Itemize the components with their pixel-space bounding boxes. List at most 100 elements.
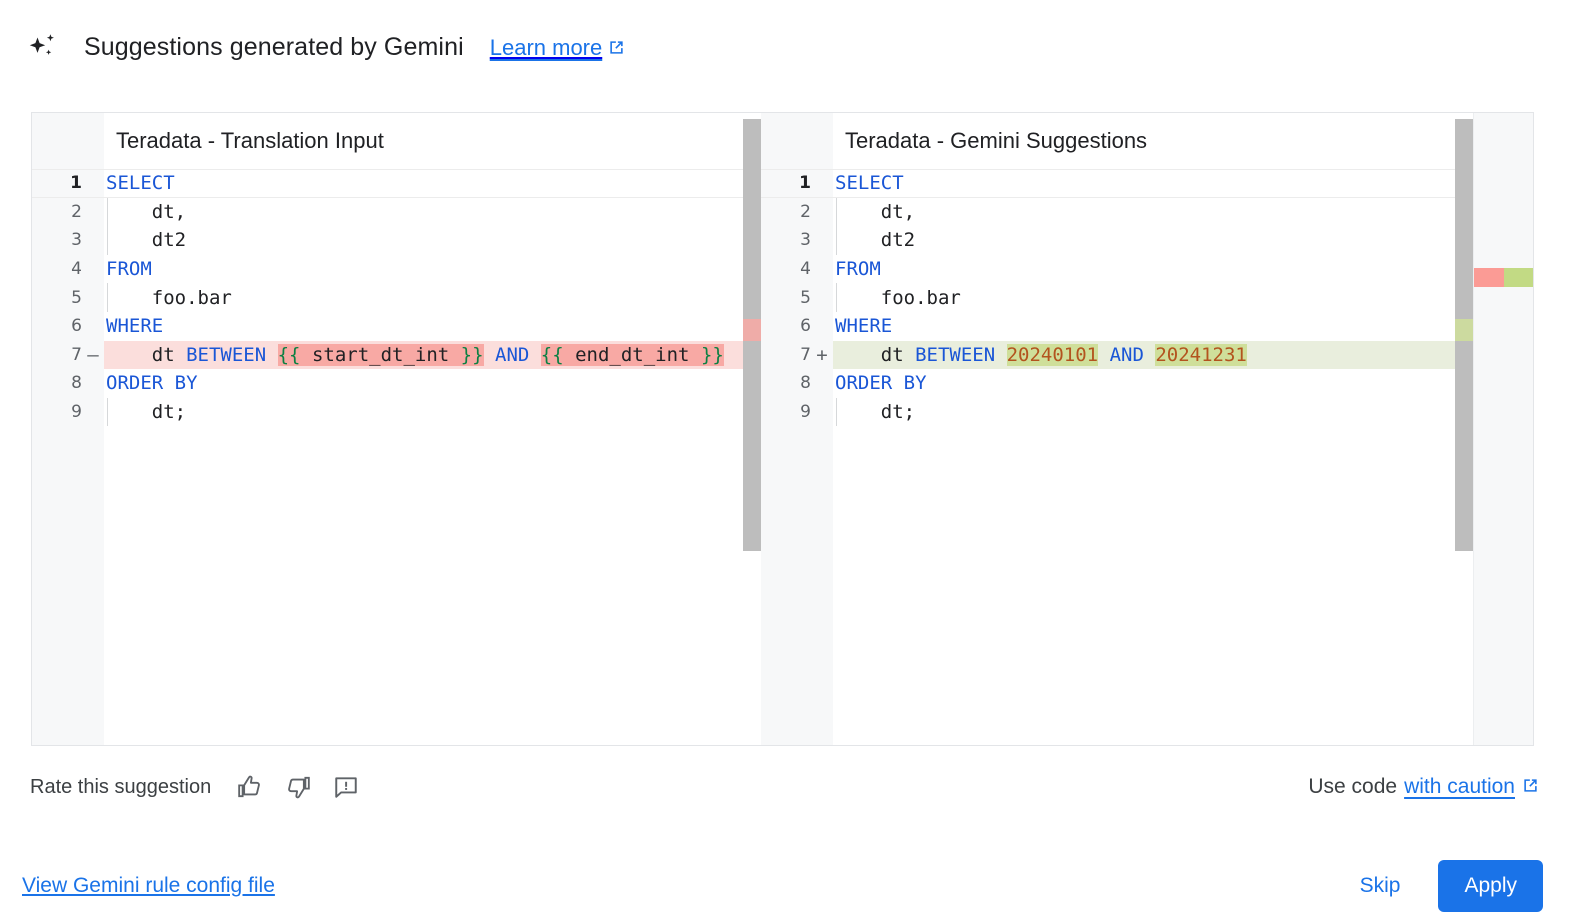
code-text[interactable]: foo.bar — [833, 283, 1473, 312]
diff-overview-ruler[interactable] — [1473, 113, 1533, 745]
code-line[interactable]: 2 dt, — [32, 197, 761, 227]
left-gutter-background — [32, 113, 104, 745]
thumb-up-button[interactable] — [233, 770, 267, 804]
code-token: WHERE — [106, 315, 164, 338]
code-text[interactable]: dt; — [833, 397, 1473, 427]
code-text[interactable]: dt BETWEEN {{ start_dt_int }} AND {{ end… — [104, 340, 761, 370]
code-text[interactable]: dt2 — [833, 226, 1473, 255]
code-text[interactable]: FROM — [833, 255, 1473, 284]
code-token: }} — [700, 343, 724, 366]
thumb-down-button[interactable] — [281, 770, 315, 804]
line-number: 3 — [71, 230, 82, 251]
report-feedback-button[interactable] — [329, 770, 363, 804]
code-line[interactable]: 9 dt; — [761, 397, 1473, 427]
left-vertical-scrollbar[interactable] — [743, 113, 761, 745]
code-token: 20240101 — [1006, 343, 1099, 366]
code-line[interactable]: 3 dt2 — [761, 226, 1473, 255]
apply-button[interactable]: Apply — [1438, 860, 1543, 912]
code-text[interactable]: WHERE — [104, 312, 761, 341]
code-text[interactable]: ORDER BY — [104, 369, 761, 398]
code-text[interactable]: dt; — [104, 397, 761, 427]
code-text[interactable]: SELECT — [104, 170, 761, 197]
use-code-caution: Use code with caution — [1308, 775, 1539, 799]
code-line[interactable]: 2 dt, — [761, 197, 1473, 227]
line-number: 1 — [70, 173, 82, 194]
code-token: ORDER BY — [106, 372, 198, 395]
learn-more-label: Learn more — [489, 34, 603, 60]
code-token: {{ — [540, 343, 564, 366]
code-token: start_dt_int — [300, 343, 461, 366]
code-token: SELECT — [106, 172, 175, 195]
diff-marker: — — [87, 343, 99, 366]
code-text[interactable]: FROM — [104, 255, 761, 284]
code-text[interactable]: SELECT — [833, 170, 1473, 197]
code-token: dt, — [835, 200, 916, 223]
right-pane-title: Teradata - Gemini Suggestions — [845, 128, 1148, 153]
code-token: FROM — [106, 258, 152, 281]
line-number: 5 — [71, 287, 82, 308]
code-line[interactable]: 5 foo.bar — [761, 283, 1473, 312]
code-text[interactable]: dt, — [833, 197, 1473, 227]
line-number: 5 — [800, 287, 811, 308]
use-code-prefix: Use code — [1308, 775, 1398, 798]
code-token — [266, 344, 277, 366]
code-text[interactable]: dt, — [104, 197, 761, 227]
code-token: {{ — [277, 343, 301, 366]
code-token: AND — [495, 343, 530, 366]
rate-suggestion-row: Rate this suggestion Use code with cauti… — [0, 762, 1572, 812]
code-token: SELECT — [835, 172, 904, 195]
code-line[interactable]: 7— dt BETWEEN {{ start_dt_int }} AND {{ … — [32, 340, 761, 370]
right-vertical-scrollbar[interactable] — [1455, 113, 1473, 745]
line-number: 8 — [800, 373, 811, 394]
footer-action-bar: View Gemini rule config file Skip Apply — [0, 850, 1572, 922]
line-number: 9 — [800, 402, 811, 423]
code-text[interactable]: foo.bar — [104, 283, 761, 312]
view-gemini-rule-config-file-link[interactable]: View Gemini rule config file — [22, 874, 275, 897]
code-token: dt2 — [835, 229, 916, 252]
code-line[interactable]: 6 WHERE — [32, 312, 761, 341]
line-number: 4 — [71, 259, 82, 280]
right-gutter-background — [761, 113, 833, 745]
code-text[interactable]: dt BETWEEN 20240101 AND 20241231 — [833, 340, 1473, 370]
code-text[interactable]: dt2 — [104, 226, 761, 255]
line-number: 1 — [799, 173, 811, 194]
code-line[interactable]: 8 ORDER BY — [761, 369, 1473, 398]
page-title: Suggestions generated by Gemini — [84, 33, 464, 61]
learn-more-link[interactable]: Learn more — [490, 35, 626, 61]
code-token: dt; — [106, 401, 187, 424]
line-number: 2 — [71, 201, 82, 222]
code-text[interactable]: ORDER BY — [833, 369, 1473, 398]
code-token: AND — [1109, 343, 1144, 366]
code-line[interactable]: 5 foo.bar — [32, 283, 761, 312]
code-token: dt; — [835, 401, 916, 424]
suggestions-header: Suggestions generated by Gemini Learn mo… — [0, 0, 1572, 95]
footer-buttons: Skip Apply — [1346, 860, 1543, 912]
rate-label: Rate this suggestion — [30, 775, 212, 798]
report-feedback-icon — [335, 777, 357, 798]
code-token — [995, 344, 1006, 366]
open-in-new-icon — [610, 40, 623, 54]
code-line[interactable]: 3 dt2 — [32, 226, 761, 255]
code-text[interactable]: WHERE — [833, 312, 1473, 341]
code-token: dt — [106, 343, 187, 366]
diff-marker: + — [816, 343, 828, 366]
code-token — [529, 344, 540, 366]
code-line[interactable]: 1 SELECT — [32, 169, 761, 198]
line-number: 6 — [71, 316, 82, 337]
left-scrollbar-deleted-marker — [743, 319, 761, 341]
code-line[interactable]: 1 SELECT — [761, 169, 1473, 198]
code-line[interactable]: 7+ dt BETWEEN 20240101 AND 20241231 — [761, 340, 1473, 370]
skip-button[interactable]: Skip — [1346, 864, 1415, 908]
code-line[interactable]: 9 dt; — [32, 397, 761, 427]
thumb-up-icon — [238, 775, 261, 798]
code-line[interactable]: 4 FROM — [32, 255, 761, 284]
with-caution-link[interactable]: with caution — [1404, 775, 1515, 798]
gemini-sparkle-icon — [29, 33, 54, 55]
